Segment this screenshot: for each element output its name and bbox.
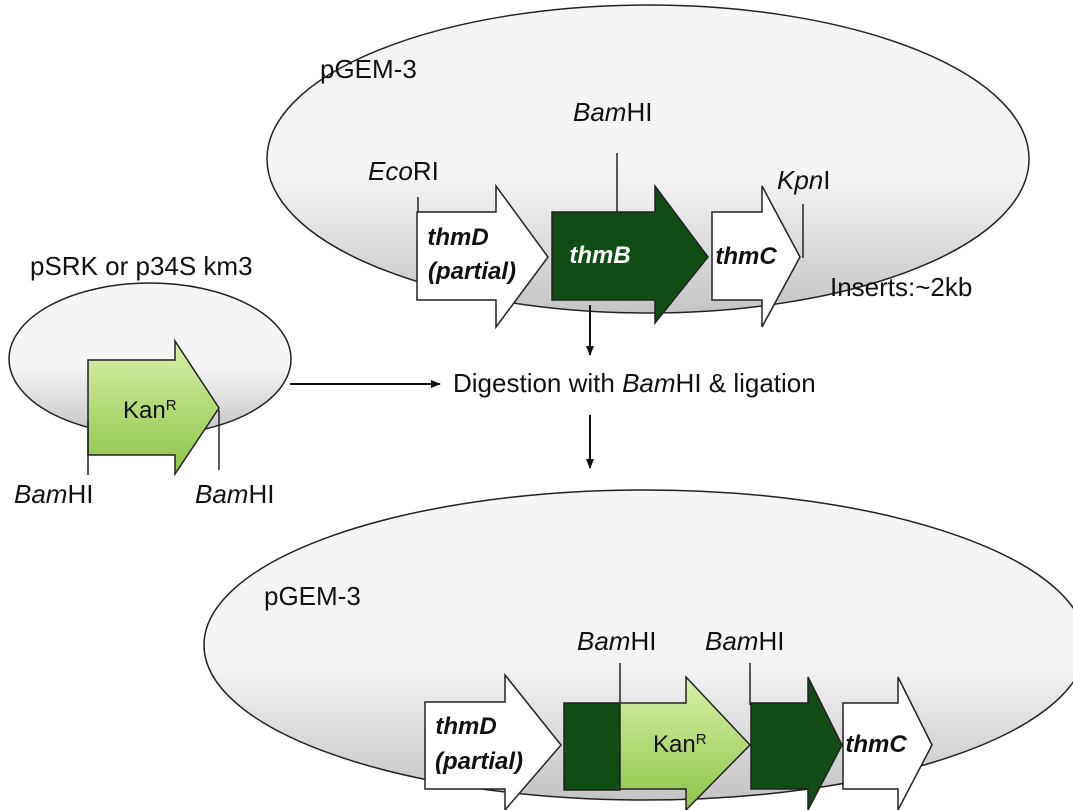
kanR-label-main: Kan <box>123 397 166 424</box>
bottom-thmC-arrow <box>842 676 933 810</box>
bottom-thmD-partial-arrow <box>424 672 562 810</box>
bottom-kanR-label: KanR <box>653 731 707 758</box>
kan-left-site-prefix: Bam <box>14 479 67 509</box>
kan-left-site-suffix: HI <box>67 479 93 509</box>
kan-right-site-label: BamHI <box>195 479 274 509</box>
kanR-label-sup: R <box>166 397 177 414</box>
bottom-thmC-label: thmC <box>845 731 907 758</box>
bamhi-suffix: HI <box>626 97 652 127</box>
thmD-label-line2: (partial) <box>428 258 516 285</box>
kan-right-site-prefix: Bam <box>195 479 248 509</box>
ecori-prefix: Eco <box>368 156 413 186</box>
bamhi-site-label: BamHI <box>573 97 652 127</box>
thmB-arrow <box>551 183 709 326</box>
kan-plasmid-name: pSRK or p34S km3 <box>30 251 253 281</box>
bottom-thmB-right-arrow <box>750 676 843 810</box>
thmC-arrow <box>711 185 801 328</box>
digestion-label: Digestion with BamHI & ligation <box>453 368 816 398</box>
bottom-kanR-label-main: Kan <box>653 731 696 758</box>
bottom-site2-suffix: HI <box>758 626 784 656</box>
kpni-suffix: I <box>823 165 830 195</box>
bottom-site2-prefix: Bam <box>705 626 758 656</box>
thmC-label: thmC <box>715 243 777 270</box>
kan-left-site-label: BamHI <box>14 479 93 509</box>
digestion-text-after: HI & ligation <box>676 368 816 398</box>
thmD-label-line1: thmD <box>427 224 488 251</box>
bottom-thmD-label-line1: thmD <box>435 713 496 740</box>
thmB-label: thmB <box>569 242 630 269</box>
bottom-plasmid-name: pGEM-3 <box>264 581 361 611</box>
bottom-thmB-left-fragment <box>563 702 621 791</box>
kan-right-site-suffix: HI <box>248 479 274 509</box>
bottom-kanR-arrow <box>619 675 752 810</box>
kanR-arrow <box>87 338 220 477</box>
thmD-partial-arrow <box>416 183 549 330</box>
ecori-site-label: EcoRI <box>368 156 439 186</box>
bottom-kanR-label-sup: R <box>696 731 707 748</box>
top-plasmid-name: pGEM-3 <box>320 54 417 84</box>
inserts-label: Inserts:~2kb <box>830 272 972 302</box>
ecori-suffix: RI <box>413 156 439 186</box>
kanR-label: KanR <box>123 397 177 424</box>
digestion-text-italic: Bam <box>622 368 675 398</box>
bottom-site1-label: BamHI <box>577 626 656 656</box>
digestion-text-before: Digestion with <box>453 368 622 398</box>
kpni-prefix: Kpn <box>777 165 823 195</box>
bottom-site1-suffix: HI <box>630 626 656 656</box>
bottom-site2-label: BamHI <box>705 626 784 656</box>
kpni-site-label: KpnI <box>777 165 831 195</box>
bottom-site1-prefix: Bam <box>577 626 630 656</box>
bottom-thmD-label-line2: (partial) <box>435 748 523 775</box>
bamhi-prefix: Bam <box>573 97 626 127</box>
